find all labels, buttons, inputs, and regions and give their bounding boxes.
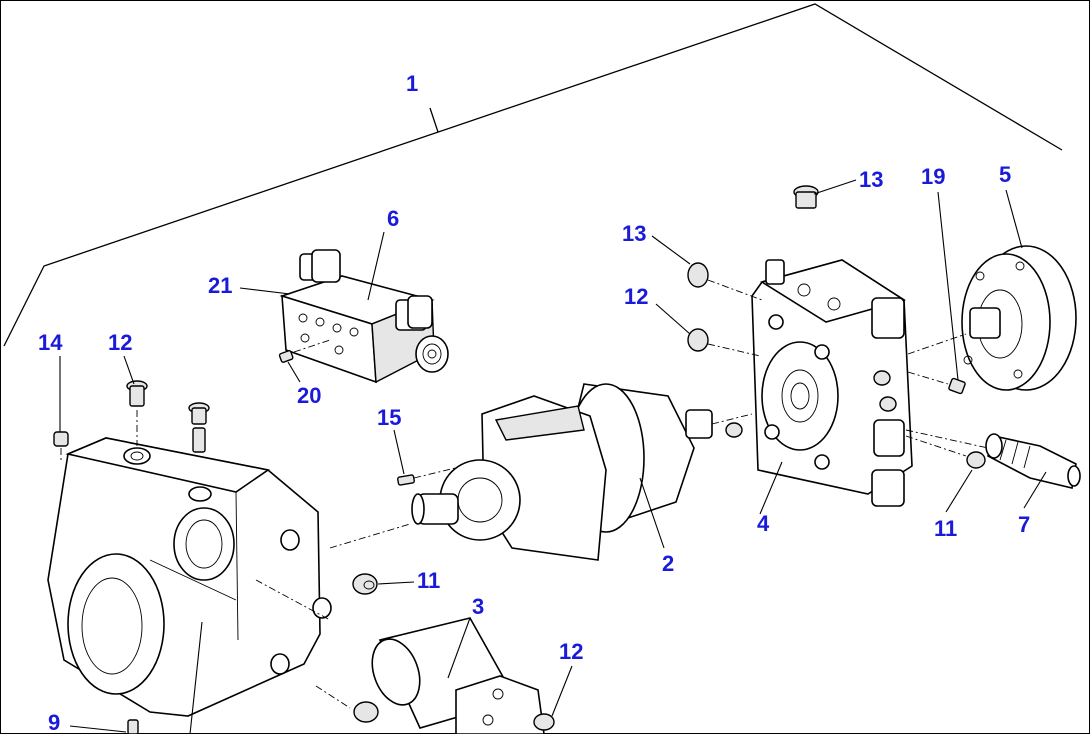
assembly-bracket bbox=[3, 3, 1063, 347]
callout-6: 6 bbox=[387, 206, 399, 231]
callout-9: 9 bbox=[48, 710, 60, 734]
pump-cover-part-5 bbox=[907, 245, 1077, 391]
plug-part-14 bbox=[53, 431, 69, 462]
callout-4: 4 bbox=[757, 511, 770, 536]
end-plate-part-4 bbox=[725, 259, 913, 507]
screw-part-19 bbox=[907, 371, 966, 395]
rotating-group-part-2 bbox=[329, 383, 753, 561]
screw-part-20 bbox=[278, 339, 331, 363]
callout-20: 20 bbox=[297, 383, 321, 408]
plug-part-13-upper bbox=[793, 185, 819, 209]
pin-part-9 bbox=[127, 719, 139, 734]
callout-15: 15 bbox=[377, 405, 401, 430]
plug-part-12-right bbox=[687, 328, 761, 357]
callout-labels: 1 6 21 20 14 12 15 2 11 3 12 4 13 12 13 … bbox=[38, 71, 1030, 734]
callout-12-left: 12 bbox=[108, 330, 132, 355]
callout-3: 3 bbox=[472, 594, 484, 619]
relief-valve-part-7 bbox=[905, 429, 1081, 489]
callout-5: 5 bbox=[999, 162, 1011, 187]
callout-1: 1 bbox=[406, 71, 418, 96]
plug-part-12-top bbox=[126, 380, 210, 453]
callout-14: 14 bbox=[38, 330, 63, 355]
callout-7: 7 bbox=[1018, 512, 1030, 537]
callout-19: 19 bbox=[921, 164, 945, 189]
leader-lines bbox=[59, 179, 1047, 734]
callout-13-top: 13 bbox=[859, 167, 883, 192]
valve-block-part-6 bbox=[279, 249, 449, 384]
cylinder-part-3 bbox=[255, 579, 555, 734]
callout-11-right: 11 bbox=[934, 516, 957, 541]
callout-2: 2 bbox=[662, 551, 674, 576]
callout-12-bottom: 12 bbox=[559, 639, 583, 664]
callout-12-right: 12 bbox=[624, 284, 648, 309]
plug-part-13-left bbox=[687, 262, 763, 301]
pump-housing bbox=[47, 437, 332, 717]
plug-part-11-right bbox=[905, 435, 986, 469]
callout-11-lower: 11 bbox=[417, 568, 440, 593]
callout-13-left: 13 bbox=[622, 221, 646, 246]
callout-21: 21 bbox=[208, 273, 232, 298]
plug-part-11-lower bbox=[352, 573, 378, 595]
